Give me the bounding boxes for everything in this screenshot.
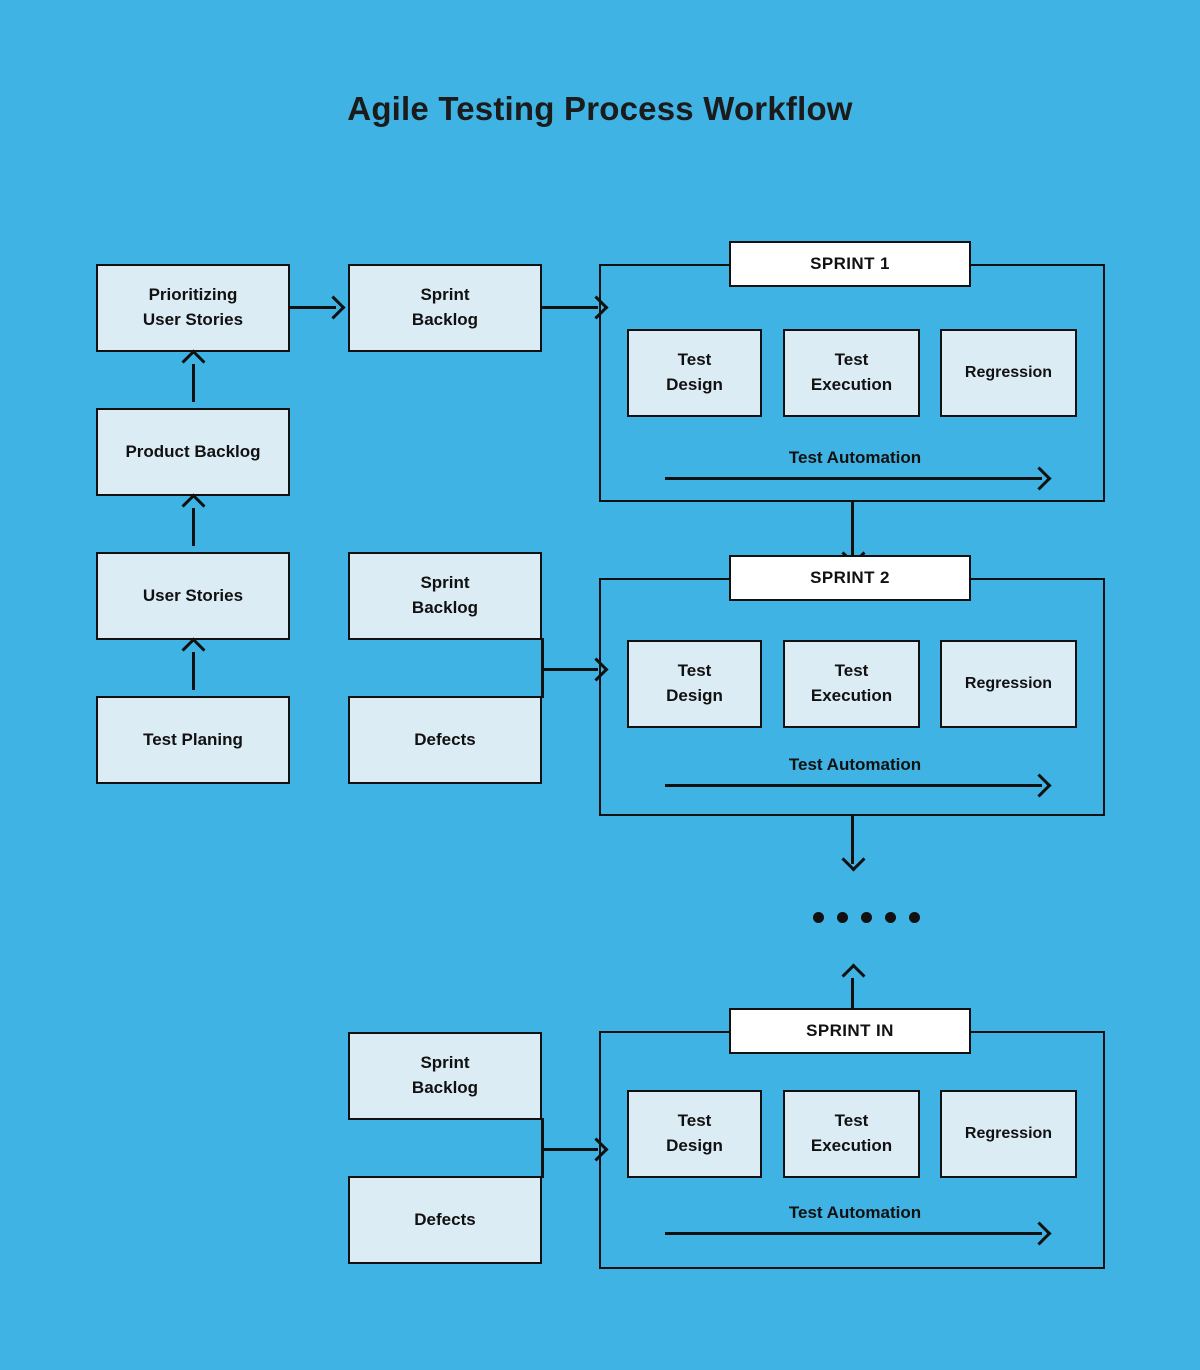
box-sprint-backlog-top[interactable]: Sprint Backlog: [348, 264, 542, 352]
sprint-in-test-automation-line: [665, 1232, 1042, 1235]
sprint-backlog-top-line2: Backlog: [411, 310, 479, 329]
prioritizing-user-stories-line1: Prioritizing: [148, 285, 238, 305]
continuation-dot: [885, 912, 896, 923]
sprint-backlog-middle-line2: Backlog: [411, 598, 479, 617]
sprint-2-test-automation-line: [665, 784, 1042, 787]
connector-sprint2-to-continuation-line: [851, 816, 854, 864]
connector-continuation-to-sprintin-line: [851, 978, 854, 1022]
box-label-wrapper: Test Execution: [811, 1109, 892, 1158]
box-label-wrapper: Test Design: [666, 659, 723, 708]
continuation-dot: [837, 912, 848, 923]
sprint-1-label-text: SPRINT 1: [810, 254, 890, 273]
sprint-label-1: SPRINT 1: [729, 241, 971, 287]
defects-bottom-label: Defects: [414, 1209, 476, 1229]
sprint-in-test-execution-line1: Test: [834, 1111, 869, 1131]
box-label-wrapper: Sprint Backlog: [412, 1051, 478, 1100]
box-product-backlog[interactable]: Product Backlog: [96, 408, 290, 496]
box-label-wrapper: Test Execution: [811, 659, 892, 708]
sprint-1-box-regression[interactable]: Regression: [940, 329, 1077, 417]
sprint-1-test-design-line1: Test: [677, 350, 712, 370]
connector-sprint1-to-sprint2-line: [851, 502, 854, 558]
sprint-1-test-execution-line2: Execution: [810, 375, 893, 394]
box-user-stories[interactable]: User Stories: [96, 552, 290, 640]
box-sprint-backlog-bottom[interactable]: Sprint Backlog: [348, 1032, 542, 1120]
box-defects-bottom[interactable]: Defects: [348, 1176, 542, 1264]
box-sprint-backlog-middle[interactable]: Sprint Backlog: [348, 552, 542, 640]
sprint-2-test-design-line1: Test: [677, 661, 712, 681]
sprint-1-test-automation-line: [665, 477, 1042, 480]
sprint-2-test-execution-line2: Execution: [810, 686, 893, 705]
continuation-dots: [813, 912, 920, 923]
sprint-in-label-text: SPRINT IN: [806, 1021, 894, 1040]
sprint-2-regression-label: Regression: [964, 675, 1053, 693]
sprint-in-test-execution-line2: Execution: [810, 1136, 893, 1155]
connector-middle-group-to-sprint2-line: [542, 668, 598, 671]
connector-prioritizing-to-sprint-backlog-arrowhead: [321, 295, 346, 320]
sprint-2-box-test-execution[interactable]: Test Execution: [783, 640, 920, 728]
sprint-in-regression-label: Regression: [964, 1125, 1053, 1143]
sprint-in-box-test-execution[interactable]: Test Execution: [783, 1090, 920, 1178]
continuation-dot: [813, 912, 824, 923]
connector-continuation-to-sprintin-arrowhead: [841, 963, 866, 988]
connector-test-planing-to-user-stories-line: [192, 652, 195, 690]
sprint-label-2: SPRINT 2: [729, 555, 971, 601]
sprint-2-box-test-design[interactable]: Test Design: [627, 640, 762, 728]
connector-user-stories-to-product-backlog-arrowhead: [181, 493, 206, 518]
connector-product-backlog-to-prioritizing-line: [192, 364, 195, 402]
sprint-2-test-automation-label: Test Automation: [788, 755, 922, 774]
connector-user-stories-to-product-backlog-line: [192, 508, 195, 546]
user-stories-label: User Stories: [142, 585, 244, 605]
connector-sprint-backlog-top-to-sprint1-line: [542, 306, 598, 309]
connector-test-planing-to-user-stories-arrowhead: [181, 637, 206, 662]
sprint-label-in: SPRINT IN: [729, 1008, 971, 1054]
sprint-1-box-test-execution[interactable]: Test Execution: [783, 329, 920, 417]
sprint-in-box-regression[interactable]: Regression: [940, 1090, 1077, 1178]
sprint-in-test-automation-label: Test Automation: [788, 1203, 922, 1222]
sprint-2-test-execution-line1: Test: [834, 661, 869, 681]
sprint-2-test-design-line2: Design: [666, 686, 723, 705]
sprint-2-box-regression[interactable]: Regression: [940, 640, 1077, 728]
box-prioritizing-user-stories[interactable]: Prioritizing User Stories: [96, 264, 290, 352]
product-backlog-label: Product Backlog: [125, 441, 261, 461]
box-test-planing[interactable]: Test Planing: [96, 696, 290, 784]
test-planing-label: Test Planing: [143, 729, 243, 749]
connector-sprint2-to-continuation-arrowhead: [841, 847, 866, 872]
continuation-dot: [909, 912, 920, 923]
sprint-2-label-text: SPRINT 2: [810, 568, 890, 587]
sprint-in-box-test-design[interactable]: Test Design: [627, 1090, 762, 1178]
sprint-in-test-design-line2: Design: [666, 1136, 723, 1155]
connector-prioritizing-to-sprint-backlog-line: [290, 306, 336, 309]
sprint-backlog-bottom-line1: Sprint: [420, 1053, 470, 1073]
box-defects-middle[interactable]: Defects: [348, 696, 542, 784]
box-label-wrapper: Sprint Backlog: [412, 283, 478, 332]
sprint-in-test-design-line1: Test: [677, 1111, 712, 1131]
sprint-backlog-middle-line1: Sprint: [420, 573, 470, 593]
sprint-1-test-automation-label: Test Automation: [788, 448, 922, 467]
sprint-1-box-test-design[interactable]: Test Design: [627, 329, 762, 417]
box-label-wrapper: Test Design: [666, 348, 723, 397]
sprint-backlog-bottom-line2: Backlog: [411, 1078, 479, 1097]
box-label-wrapper: Test Design: [666, 1109, 723, 1158]
continuation-dot: [861, 912, 872, 923]
box-label-wrapper: Prioritizing User Stories: [143, 283, 243, 332]
sprint-backlog-top-line1: Sprint: [420, 285, 470, 305]
connector-bottom-group-to-sprintin-line: [542, 1148, 598, 1151]
sprint-1-regression-label: Regression: [964, 364, 1053, 382]
box-label-wrapper: Sprint Backlog: [412, 571, 478, 620]
sprint-1-test-design-line2: Design: [666, 375, 723, 394]
connector-product-backlog-to-prioritizing-arrowhead: [181, 349, 206, 374]
box-label-wrapper: Test Execution: [811, 348, 892, 397]
page-title: Agile Testing Process Workflow: [347, 90, 853, 127]
defects-middle-label: Defects: [414, 729, 476, 749]
prioritizing-user-stories-line2: User Stories: [142, 310, 244, 329]
sprint-1-test-execution-line1: Test: [834, 350, 869, 370]
